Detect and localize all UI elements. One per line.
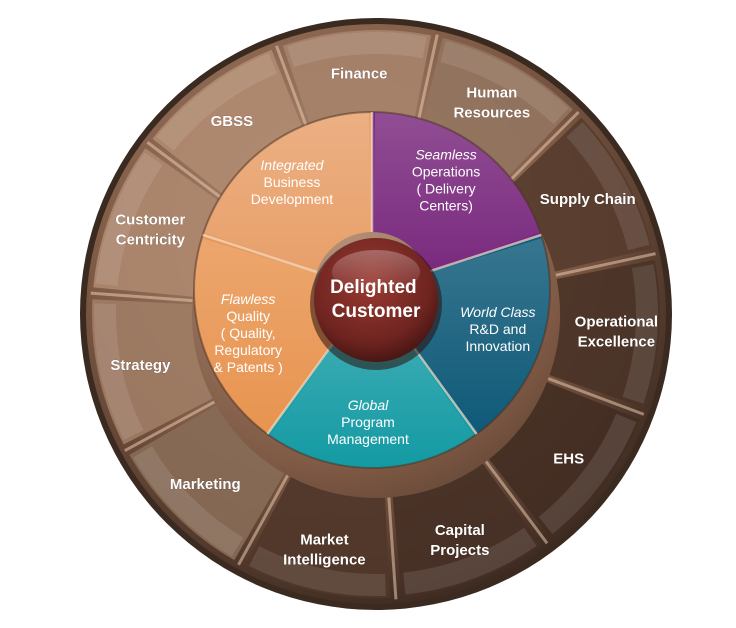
inner-segment-label-line: Operations [412,164,480,180]
outer-segment-label: Marketing [170,476,241,493]
inner-segment-label-line: Quality [226,308,270,324]
outer-dividers [90,34,656,600]
outer-segment [392,463,542,597]
inner-segment-label-line: ( Quality, [221,325,276,341]
outer-segment-label-line: Marketing [170,476,241,493]
inner-divider [266,336,339,435]
inner-segment-label-line: ( Delivery [416,181,475,197]
outer-segment-label: Supply Chain [540,191,636,208]
outer-segment-label-line: Finance [331,66,388,83]
outer-segment-highlight [538,413,637,534]
inner-divider [426,233,542,274]
outer-divider [547,377,645,416]
inner-divider [202,233,318,274]
inner-dividers [202,112,542,435]
outer-segment-highlight [249,546,386,596]
outer-segment [93,148,227,297]
outer-segment-highlight [133,446,244,557]
outer-segment [509,117,653,272]
inner-segment-label-line: Business [264,174,321,190]
outer-segment-label-line: Projects [430,542,489,559]
inner-segment-label-line: Innovation [466,338,531,354]
outer-divider [146,141,230,205]
outer-ring [80,18,672,610]
outer-segment-highlight [440,40,569,125]
outer-segment-label-line: Market [300,531,348,548]
outer-divider [90,291,193,303]
inner-segment-label-line: Development [251,191,334,207]
inner-ring [193,111,551,469]
outer-segment-label: EHS [553,451,584,468]
outer-segment [92,299,213,445]
center-label: Delighted Customer [330,277,422,322]
outer-segment-label-line: Operational [575,314,658,331]
outer-divider [484,460,549,545]
outer-segment [244,477,390,598]
outer-segment-label: Finance [331,66,388,83]
inner-segment-label-line: Centers) [419,198,473,214]
outer-segment-label-line: Strategy [110,357,171,374]
inner-segment-label-line: Flawless [221,291,275,307]
outer-segment [549,259,660,409]
inner-segment-label-line: & Patents ) [214,359,283,375]
outer-segment-highlight [94,303,144,441]
outer-divider [505,111,580,186]
outer-segment-highlight [403,527,537,595]
outer-segment-label-line: Capital [435,522,485,539]
outer-segment-highlight [566,122,650,251]
outer-segment [129,405,285,561]
center-hub: Delighted Customer [310,238,442,370]
outer-segment-highlight [287,32,427,68]
outer-segment-label-line: EHS [553,451,584,468]
outer-segment-label-line: Customer [115,211,185,228]
outer-segment-label-line: GBSS [211,113,254,130]
inner-segment-label-line: Seamless [415,147,476,163]
inner-segment-label-line: Program [341,414,395,430]
outer-segment-label: Strategy [110,357,171,374]
inner-segment-sheen [406,237,550,433]
inner-segment-label-line: Regulatory [214,342,282,358]
inner-segment-sheen [269,337,475,468]
inner-segment-label-line: Global [348,397,389,413]
outer-divider [555,252,656,277]
inner-segment-sheen [203,112,371,272]
inner-segment-label-line: R&D and [469,321,526,337]
inner-segment-label-line: Management [327,431,409,447]
center-label-line-2: Customer [332,301,421,322]
inner-segment-sheen [193,237,338,433]
outer-segment-label-line: Human [466,85,517,102]
outer-divider [237,474,289,566]
outer-divider [387,497,398,600]
inner-segment-label-line: World Class [460,304,535,320]
outer-segment-highlight [622,264,658,404]
center-hub-sheen [332,250,420,294]
outer-segment-highlight [156,53,278,151]
outer-divider [124,400,216,452]
inner-segment-sheen [373,112,541,272]
outer-segment-label-line: Supply Chain [540,191,636,208]
outer-segment-highlight [95,152,163,287]
outer-segment-label-line: Centricity [116,231,186,248]
outer-segment-label: GBSS [211,113,254,130]
inner-wedges [193,111,551,469]
inner-segment-label-line: Integrated [260,157,324,173]
outer-segment-label-line: Resources [453,105,530,122]
center-label-line-1: Delighted [330,277,417,298]
outer-segment-label-line: Intelligence [283,551,366,568]
outer-segment [489,382,640,539]
outer-segment-label-line: Excellence [578,334,656,351]
